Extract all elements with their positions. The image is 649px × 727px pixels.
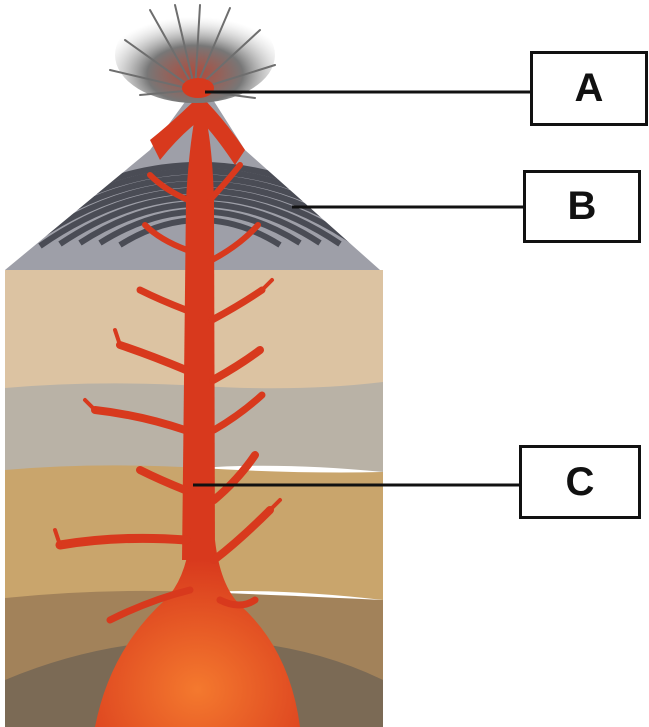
label-b-text: B	[568, 184, 597, 229]
ash-cloud	[110, 5, 275, 103]
label-a-text: A	[575, 66, 604, 111]
label-c-text: C	[566, 460, 595, 505]
label-box-b: B	[523, 170, 641, 243]
label-box-a: A	[530, 51, 648, 126]
label-box-c: C	[519, 445, 641, 519]
